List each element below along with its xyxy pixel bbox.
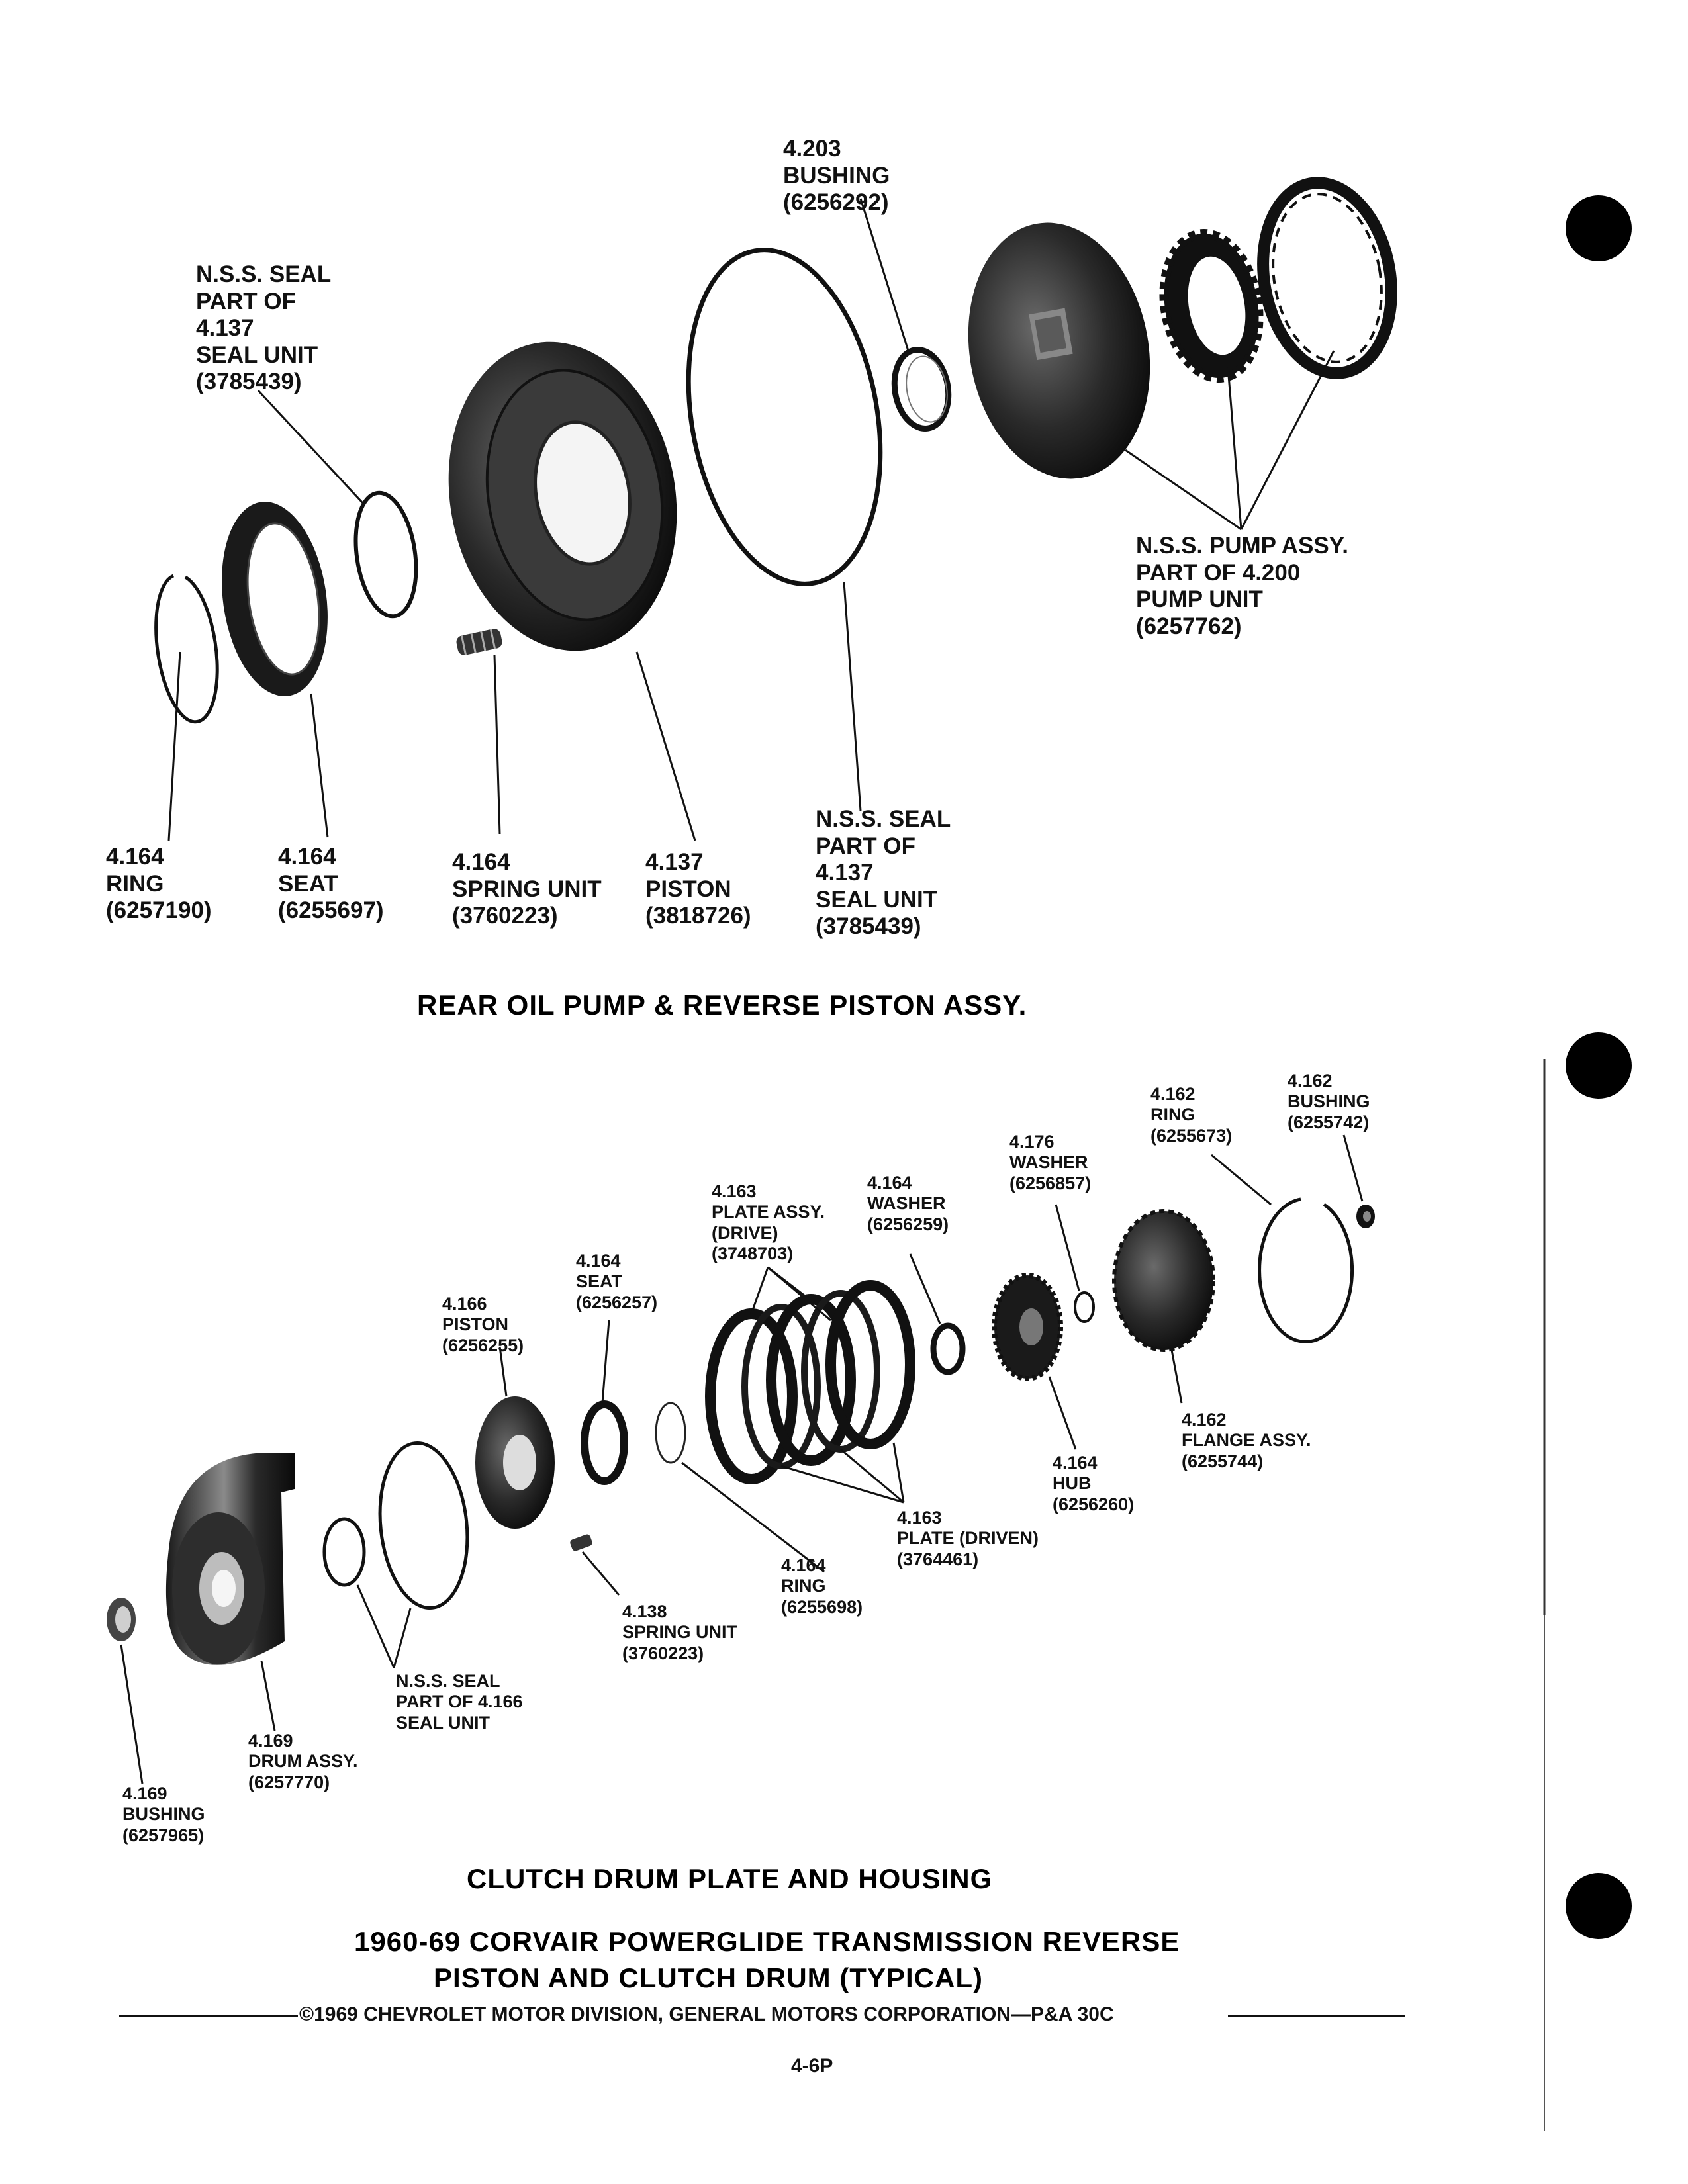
seal-4166-small-part <box>322 1517 366 1587</box>
seat-4164b-part <box>581 1400 628 1485</box>
ring-4162-part <box>1258 1197 1354 1343</box>
binder-hole-bottom <box>1566 1873 1632 1939</box>
spring-4138-part <box>570 1534 592 1551</box>
seal-small-part <box>353 490 418 619</box>
binder-hole-middle <box>1566 1032 1632 1099</box>
clutch-plates-part <box>705 1280 915 1484</box>
footer-rule-right <box>1228 2015 1405 2017</box>
piston-4137-part <box>448 341 677 651</box>
page-number: 4-6P <box>791 2055 833 2077</box>
flange-4162-part <box>1112 1209 1215 1352</box>
drum-4169-part <box>165 1453 295 1665</box>
piston-4166-part <box>475 1396 555 1529</box>
seat-4164-part <box>222 502 328 696</box>
spring-4164-part <box>456 629 502 655</box>
washer-4176-part <box>1074 1291 1095 1323</box>
top-leader-lines <box>167 198 1335 841</box>
section1-title: REAR OIL PUMP & REVERSE PISTON ASSY. <box>417 989 1027 1021</box>
copyright-line: ©1969 CHEVROLET MOTOR DIVISION, GENERAL … <box>299 2003 1114 2025</box>
binder-hole-top <box>1566 195 1632 261</box>
hub-4164-part <box>992 1273 1063 1381</box>
washer-4164-part <box>930 1322 966 1375</box>
pump-outer-ring-part <box>1257 177 1397 379</box>
bushing-4162-part <box>1356 1205 1375 1228</box>
main-title-line1: 1960-69 CORVAIR POWERGLIDE TRANSMISSION … <box>354 1926 1180 1957</box>
ring-4164b-part <box>655 1402 686 1464</box>
seal-large-part <box>686 248 883 586</box>
footer-rule-left <box>119 2015 298 2017</box>
bushing-4169-part <box>107 1598 136 1641</box>
pump-body-part <box>968 222 1150 479</box>
main-title-line2: PISTON AND CLUTCH DRUM (TYPICAL) <box>434 1962 983 1993</box>
seal-4166-large-part <box>378 1441 469 1610</box>
section2-title: CLUTCH DRUM PLATE AND HOUSING <box>467 1863 993 1894</box>
pump-gear-part <box>1159 228 1264 383</box>
bottom-leader-lines <box>120 1134 1364 1784</box>
ring-4164-part <box>154 574 219 724</box>
bushing-4203-part <box>891 347 952 432</box>
